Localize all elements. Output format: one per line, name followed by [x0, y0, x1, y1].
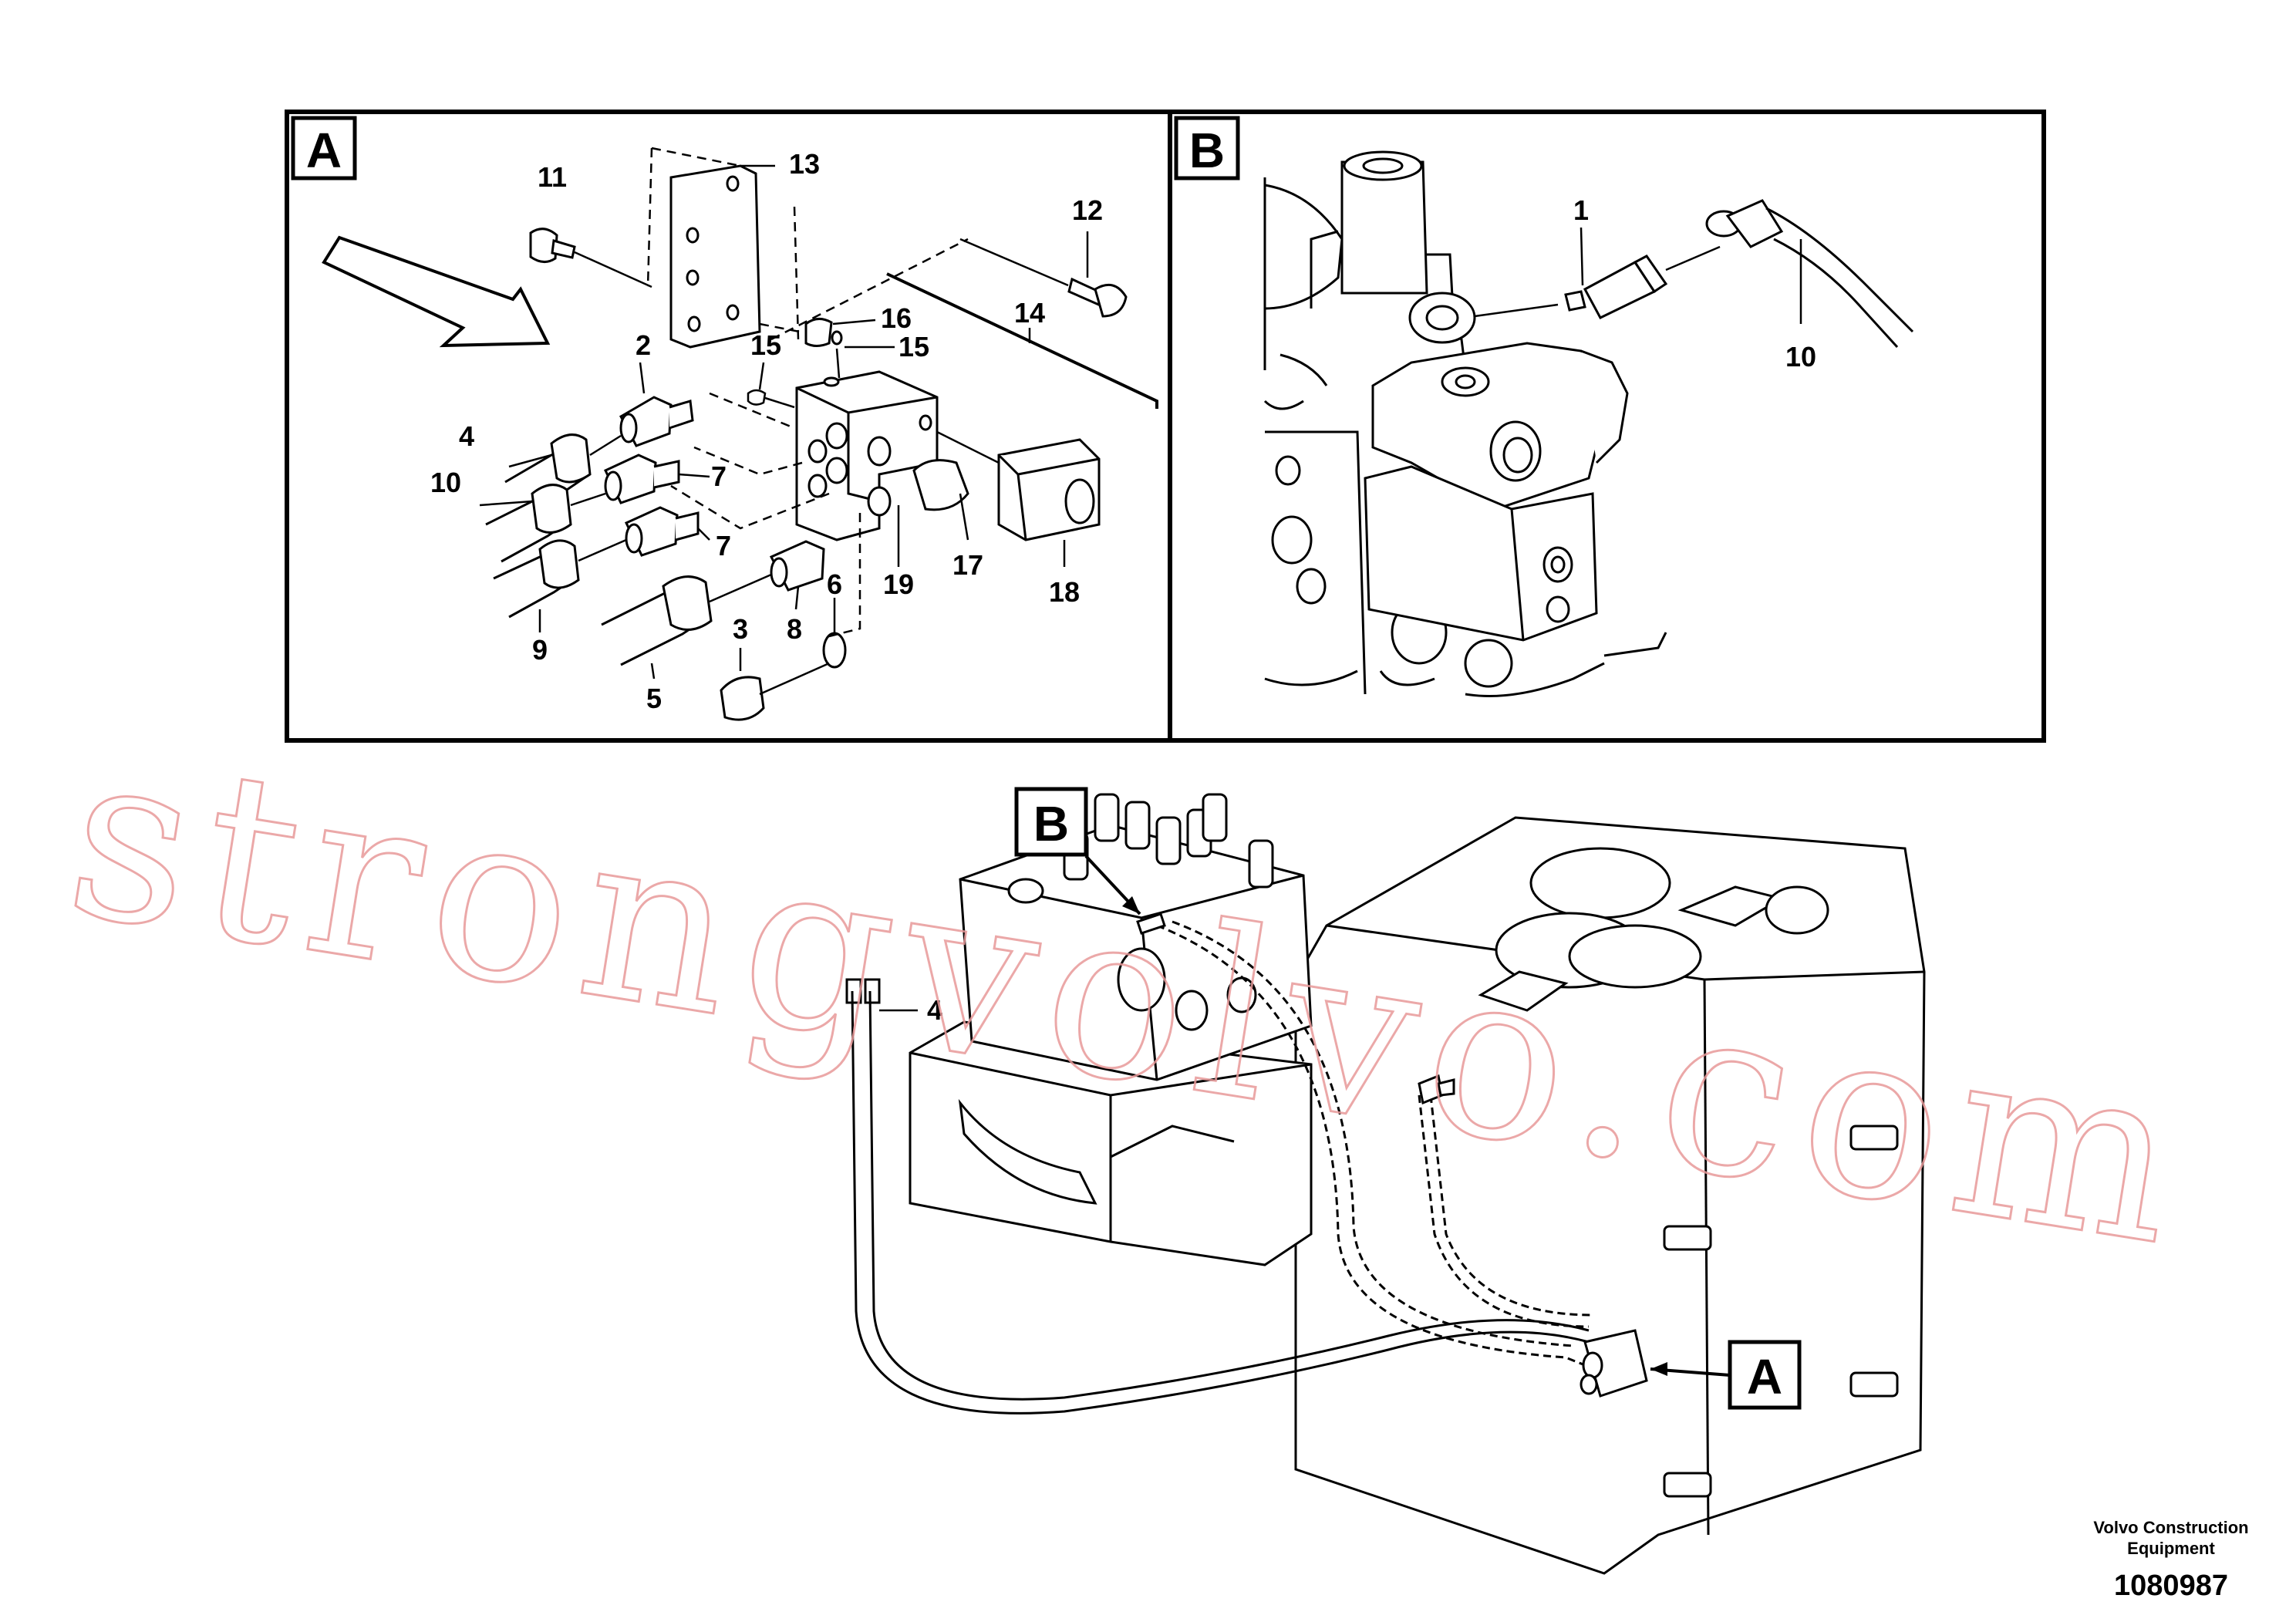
valve-block-lower: [1364, 465, 1598, 642]
sensor-location-b: [1136, 912, 1166, 935]
hose-4: [504, 433, 622, 517]
bolt-11: [529, 228, 652, 288]
panel-a-tag: A: [306, 123, 342, 178]
machine-overview: B A 4: [845, 787, 1926, 1575]
callout-6: 6: [827, 568, 842, 600]
callout-15-left: 15: [750, 329, 781, 361]
flow-direction-arrow: [322, 235, 551, 348]
callout-1: 1: [1573, 194, 1589, 226]
overview-tag-a: A: [1747, 1349, 1782, 1404]
tee-fitting: [1418, 1074, 1455, 1105]
callout-10-panel-b: 10: [1785, 341, 1816, 373]
cap-17: [912, 459, 969, 541]
solenoid-coil-18: [936, 430, 1101, 567]
valve-block-top: [1371, 342, 1629, 511]
bracket-plate: [669, 164, 761, 349]
overview-tag-b: B: [1033, 796, 1069, 851]
washer-15: [747, 389, 795, 409]
callout-17: 17: [952, 549, 983, 581]
callout-18: 18: [1049, 576, 1080, 608]
callout-8: 8: [787, 613, 802, 645]
callout-4: 4: [459, 420, 474, 452]
pressure-sensor-1: [1564, 245, 1721, 319]
valve-block-location-a: [1580, 1329, 1648, 1398]
drawing-footer: Volvo Construction Equipment 1080987: [2093, 1518, 2248, 1602]
callout-14: 14: [1014, 297, 1045, 329]
hose-10: [479, 484, 606, 563]
callout-9: 9: [532, 634, 548, 666]
valve-block: [795, 370, 939, 541]
control-valve-body: [1263, 150, 1667, 697]
fitting-2: [619, 362, 694, 447]
callout-12: 12: [1072, 194, 1103, 226]
fitting-7-lower: [624, 506, 710, 557]
callout-2: 2: [636, 329, 651, 361]
valve-frame: [909, 1020, 1313, 1266]
hose-5: [601, 573, 772, 679]
plug-3: [720, 648, 830, 721]
callout-11: 11: [538, 161, 567, 193]
panel-b-tag: B: [1189, 123, 1225, 178]
company-line-2: Equipment: [2127, 1539, 2215, 1558]
callout-3: 3: [733, 613, 748, 645]
drawing-number: 1080987: [2114, 1570, 2228, 1602]
callout-10: 10: [430, 467, 461, 498]
callout-13: 13: [789, 148, 820, 180]
hose-9: [493, 538, 627, 632]
pressure-hoses: [845, 978, 1590, 1415]
fitting-8: [769, 540, 825, 610]
callout-5: 5: [646, 683, 662, 714]
callout-19: 19: [883, 568, 914, 600]
callout-7-upper: 7: [711, 460, 727, 492]
bolt-12: [959, 238, 1128, 318]
detail-panel-b: B: [1168, 110, 2046, 743]
callout-7-lower: 7: [716, 530, 731, 561]
plug-16: [804, 318, 843, 379]
o-ring-6: [822, 598, 847, 669]
overview-callout-4: 4: [927, 994, 942, 1026]
fitting-7-upper: [603, 454, 710, 504]
company-line-1: Volvo Construction: [2093, 1518, 2248, 1537]
detail-panel-a: A: [285, 110, 1172, 743]
callout-16: 16: [881, 302, 912, 334]
callout-15-right: 15: [899, 331, 929, 363]
hose-10-panel-b: [1705, 199, 1914, 349]
eye-bolt-fitting: [1408, 292, 1559, 344]
